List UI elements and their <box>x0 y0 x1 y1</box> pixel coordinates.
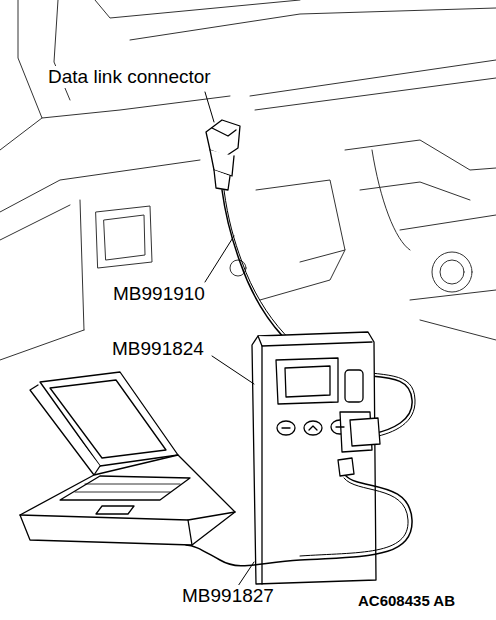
part-label: Data link connector <box>46 66 213 88</box>
tool-number: MB991910 <box>111 283 207 305</box>
tool-number: MB991824 <box>110 338 206 360</box>
figure-code: AC608435 AB <box>356 592 457 609</box>
tool-number: MB991827 <box>180 585 276 607</box>
